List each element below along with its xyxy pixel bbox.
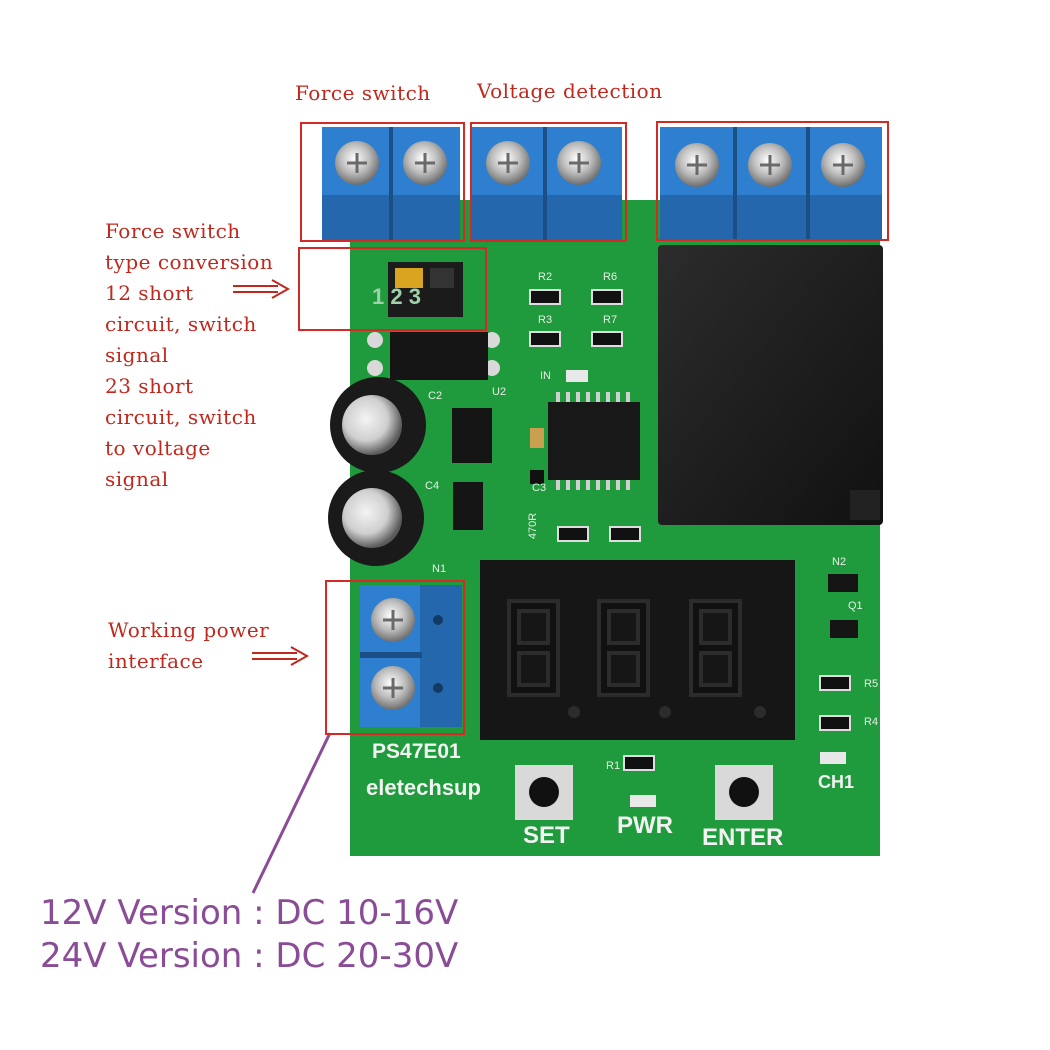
conversion-line: circuit, switch: [105, 312, 257, 336]
relay-output-terminal: [660, 127, 882, 240]
power-terminal: [360, 585, 462, 727]
silk-c2: C2: [428, 390, 443, 402]
set-tactile-switch: [515, 765, 573, 820]
silk-q1: Q1: [848, 600, 863, 612]
voltage-detection-highlight: [470, 122, 627, 242]
silk-u2: U2: [492, 386, 507, 398]
conversion-line: 12 short: [105, 281, 194, 305]
conversion-line: 23 short: [105, 374, 194, 398]
conversion-note: Force switch type conversion 12 short ci…: [105, 216, 273, 495]
version-12v: 12V Version : DC 10-16V: [40, 893, 459, 933]
conversion-line: signal: [105, 467, 169, 491]
power-note: Working power interface: [108, 615, 269, 677]
conversion-line: Force switch: [105, 219, 241, 243]
capacitor-c2: [330, 377, 426, 473]
pwr-label: PWR: [617, 812, 673, 839]
relay-output-highlight: [656, 121, 889, 241]
silk-r1: R1: [606, 760, 621, 772]
silk-r7: R7: [603, 314, 618, 326]
conversion-line: type conversion: [105, 250, 274, 274]
seven-segment-display: [480, 560, 795, 740]
capacitor-c4: [328, 470, 424, 566]
brand-silkscreen: eletechsup: [366, 775, 481, 800]
conversion-line: signal: [105, 343, 169, 367]
voltage-detection-label: Voltage detection: [477, 79, 663, 103]
jumper-header: [388, 262, 463, 317]
silk-r6: R6: [603, 271, 618, 283]
conversion-line: circuit, switch: [105, 405, 257, 429]
power-line: interface: [108, 649, 204, 673]
silk-r4: R4: [864, 716, 879, 728]
power-terminal-highlight: [325, 580, 465, 735]
jumper-highlight: [298, 247, 487, 331]
voltage-detection-terminal: [472, 127, 622, 242]
model-silkscreen: PS47E01: [372, 740, 461, 763]
set-label: SET: [523, 822, 570, 849]
power-line: Working power: [108, 618, 270, 642]
enter-label: ENTER: [702, 824, 784, 851]
optocoupler-chip: [390, 332, 488, 380]
force-switch-highlight: [300, 122, 465, 242]
silk-in: IN: [540, 370, 551, 382]
jumper-pin-numbers: 1 2 3: [372, 284, 421, 309]
silk-n2: N2: [832, 556, 847, 568]
enter-tactile-switch: [715, 765, 773, 820]
conversion-line: to voltage: [105, 436, 211, 460]
version-24v: 24V Version : DC 20-30V: [40, 936, 459, 976]
silk-r3: R3: [538, 314, 553, 326]
silk-n1: N1: [432, 563, 447, 575]
silk-c3: C3: [532, 482, 547, 494]
force-switch-terminal: [322, 127, 460, 242]
relay-module: [658, 245, 883, 525]
silk-470r: 470R: [527, 512, 540, 540]
channel-label: CH1: [818, 772, 855, 792]
force-switch-label: Force switch: [295, 81, 431, 105]
silk-r5: R5: [864, 678, 879, 690]
silk-c4: C4: [425, 480, 440, 492]
silk-r2: R2: [538, 271, 553, 283]
